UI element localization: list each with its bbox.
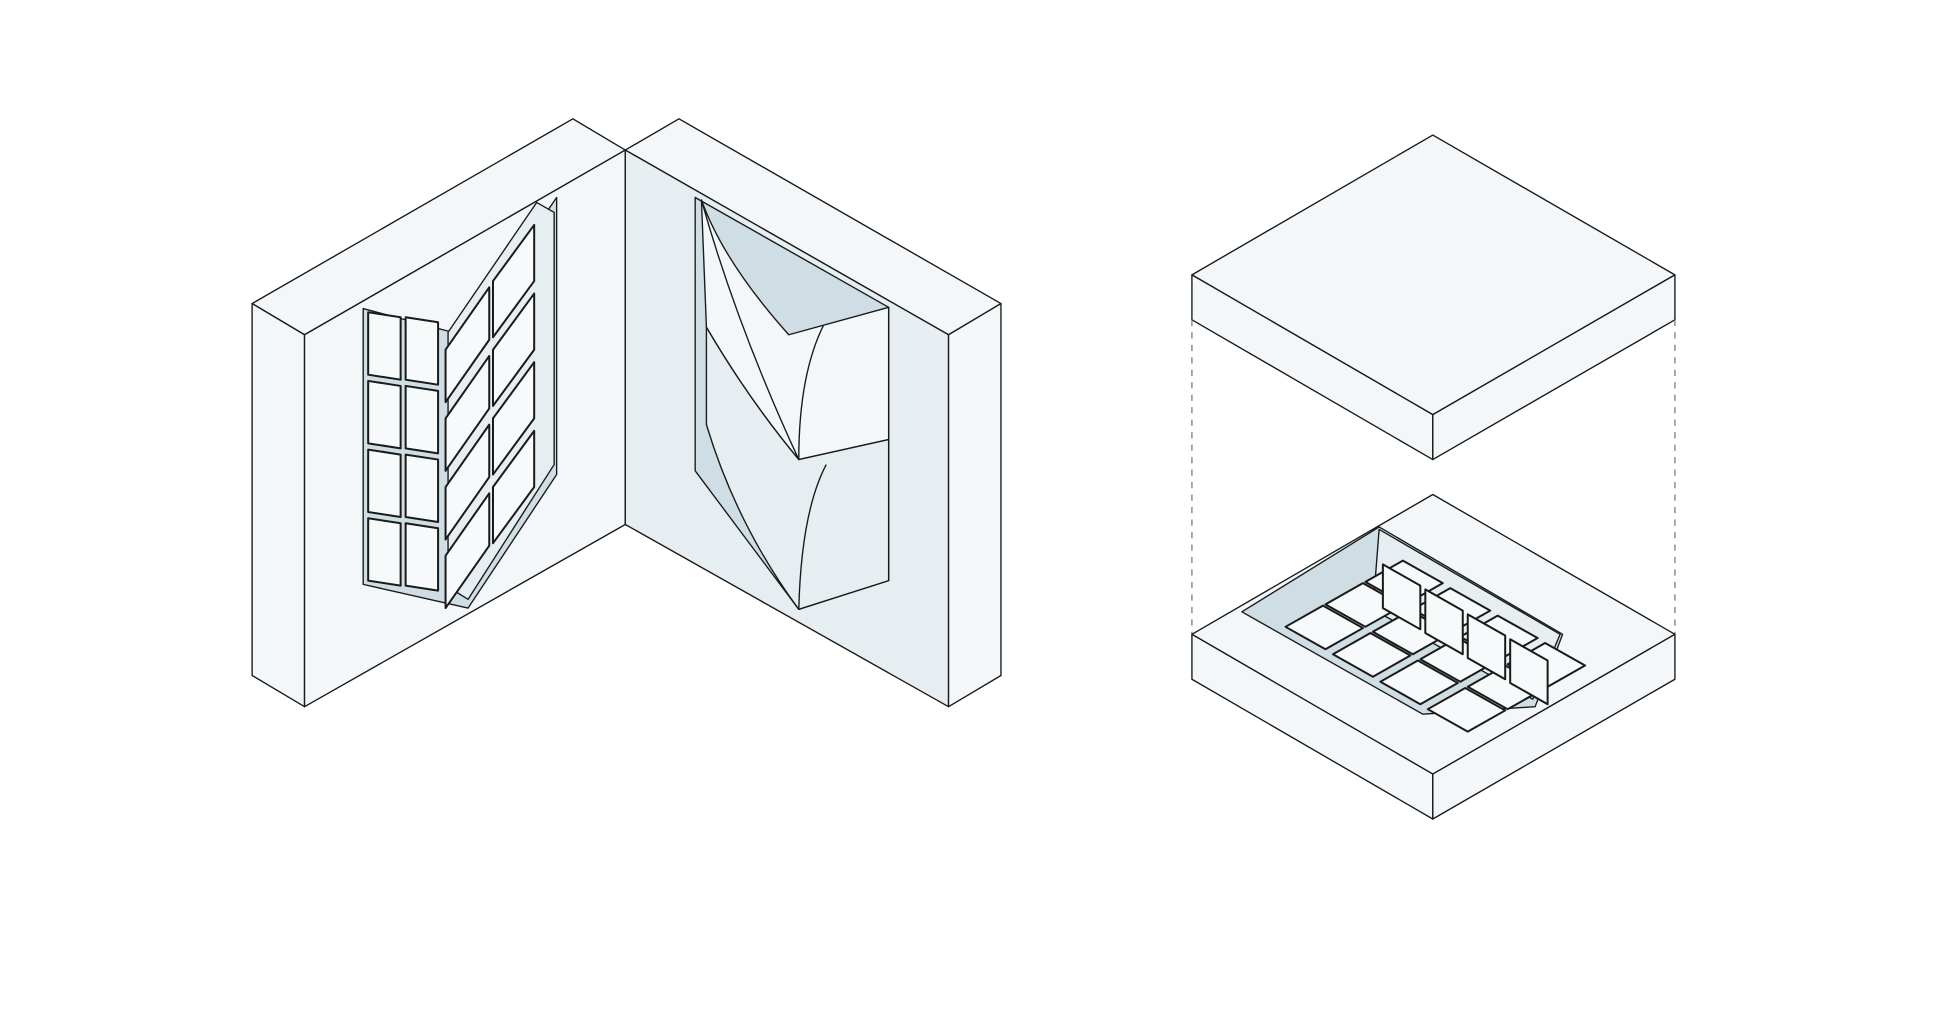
left-tiled-cavity	[362, 196, 558, 610]
tile	[1509, 638, 1549, 706]
tile	[444, 286, 491, 404]
tile	[404, 522, 440, 592]
tile	[491, 292, 536, 407]
exploded-slab-lid	[1191, 134, 1676, 461]
tile	[1381, 563, 1422, 631]
tile	[367, 517, 402, 587]
tile	[367, 448, 402, 518]
tile	[1424, 588, 1464, 656]
right-folded-cavity	[694, 196, 890, 611]
tile	[1284, 604, 1364, 651]
tile	[444, 492, 491, 610]
left-wall-end-face	[251, 302, 306, 708]
tile	[444, 354, 491, 472]
tile	[404, 384, 440, 455]
tile	[404, 316, 440, 386]
tile	[1379, 659, 1459, 706]
exploded-slab-base	[1191, 493, 1676, 820]
tile	[1466, 613, 1507, 681]
right-wall-end-face	[947, 302, 1002, 708]
tile	[1426, 686, 1507, 733]
tile	[491, 361, 536, 476]
corner-wall	[251, 118, 1002, 708]
tile	[367, 311, 402, 381]
tile	[491, 223, 536, 339]
tile	[444, 423, 491, 541]
tile	[367, 379, 402, 450]
tile	[491, 429, 536, 545]
tile	[1331, 632, 1412, 678]
tile	[404, 453, 440, 523]
